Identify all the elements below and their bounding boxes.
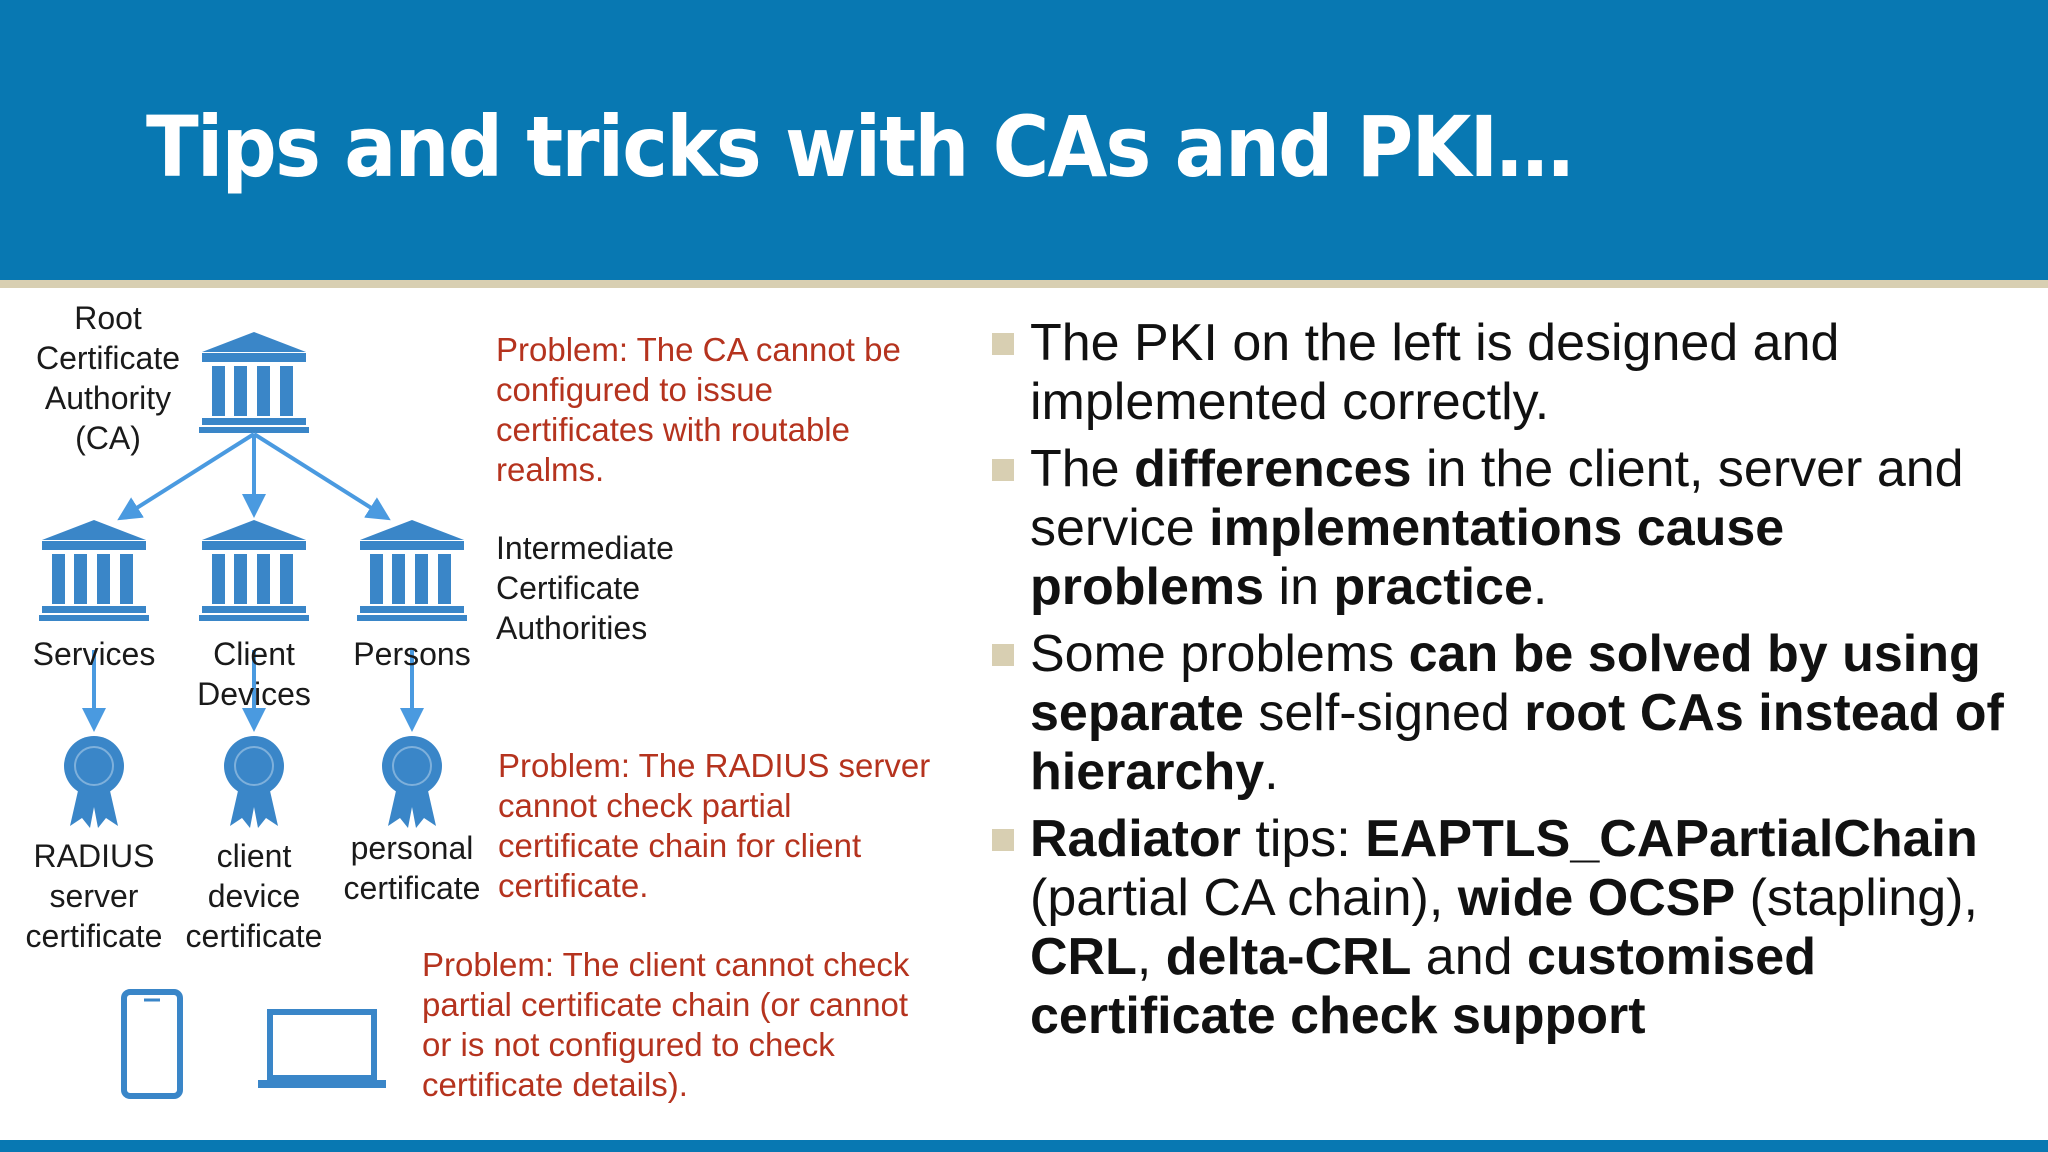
bullet-bold-text: Radiator [1030, 810, 1241, 868]
problem-client-line: Problem: The client cannot check [422, 946, 910, 983]
client-cert-label: client device certificate [164, 836, 344, 956]
bullet-square-icon [992, 333, 1014, 355]
personal-cert-label: personal certificate [322, 828, 502, 908]
radius-cert-label: RADIUS server certificate [4, 836, 184, 956]
client-devices-label-line: Client [213, 636, 295, 672]
intermediate-ca-label-line: Certificate [496, 570, 641, 606]
bullet-text: in the client, server and service [1030, 440, 1964, 557]
client-certificate-icon [223, 735, 285, 829]
title-divider [0, 280, 2048, 288]
problem-client-line: partial certificate chain (or cannot [422, 986, 909, 1023]
pki-hierarchy-diagram [39, 332, 467, 1099]
services-label: Services [32, 636, 156, 672]
bullet-square-icon [992, 459, 1014, 481]
problem-radius-line: cannot check partial [498, 787, 792, 824]
bullet-bold-text: customised certificate check support [1030, 928, 1816, 1045]
bullet-item: The PKI on the left is designed and impl… [990, 314, 2020, 432]
footer-bar [0, 1140, 2048, 1152]
problem-client-note: Problem: The client cannot check partial… [422, 945, 909, 1105]
bullet-text: The PKI on the left is designed and impl… [1030, 314, 1840, 431]
personal-cert-label-line: personal [350, 830, 474, 866]
bullet-text: The [1030, 440, 1135, 498]
client-devices-label-line: Devices [197, 676, 311, 712]
bullet-text: and [1411, 928, 1527, 986]
client-cert-label-line: device [207, 878, 301, 914]
problem-ca-line: certificates with routable [496, 411, 850, 448]
persons-label: Persons [353, 636, 471, 672]
title-banner: Tips and tricks with CAs and PKI… [0, 0, 2048, 280]
bullet-item: The differences in the client, server an… [990, 440, 2020, 617]
bullet-square-icon [992, 829, 1014, 851]
client-cert-label-line: certificate [185, 918, 323, 954]
client-devices-label: Client Devices [174, 634, 334, 714]
client-cert-label-line: client [216, 838, 292, 874]
problem-radius-line: certificate. [498, 867, 649, 904]
personal-certificate-icon [381, 735, 443, 829]
phone-icon [121, 989, 183, 1099]
problem-ca-line: realms. [496, 451, 605, 488]
bullet-bold-text: CRL [1030, 928, 1137, 986]
bullet-bold-text: EAPTLS_CAPartialChain [1365, 810, 1978, 868]
bullet-text: . [1532, 558, 1548, 616]
radius-cert-label-line: certificate [25, 918, 163, 954]
slide-title: Tips and tricks with CAs and PKI… [146, 98, 1574, 196]
bullet-bold-text: delta-CRL [1165, 928, 1412, 986]
problem-ca-note: Problem: The CA cannot be configured to … [496, 330, 901, 490]
problem-radius-line: certificate chain for client [498, 827, 862, 864]
bullet-text: self-signed [1243, 684, 1525, 742]
bullet-text: , [1136, 928, 1166, 986]
radius-certificate-icon [63, 735, 125, 829]
bullet-item: Some problems can be solved by using sep… [990, 625, 2020, 802]
root-ca-label-line: Certificate [35, 340, 181, 376]
root-ca-icon [199, 332, 309, 433]
bullet-bold-text: wide OCSP [1457, 869, 1736, 927]
problem-radius-line: Problem: The RADIUS server [498, 747, 931, 784]
problem-client-line: certificate details). [422, 1066, 688, 1103]
bullet-bold-text: differences [1134, 440, 1412, 498]
root-ca-label: Root Certificate Authority (CA) [18, 298, 198, 458]
services-ca-icon [39, 520, 149, 621]
laptop-icon [258, 1009, 386, 1088]
bullet-bold-text: can be solved by using separate [1030, 625, 1981, 742]
problem-radius-note: Problem: The RADIUS server cannot check … [498, 746, 930, 906]
arrow-root-to-persons [252, 432, 391, 521]
radius-cert-label-line: RADIUS [33, 838, 155, 874]
bullet-bold-text: implementations cause problems [1030, 499, 1785, 616]
root-ca-label-line: Authority [44, 380, 172, 416]
bullet-text: tips: [1240, 810, 1366, 868]
root-ca-label-line: Root [74, 300, 142, 336]
bullet-list: The PKI on the left is designed and impl… [990, 314, 2020, 1054]
personal-cert-label-line: certificate [343, 870, 481, 906]
problem-ca-line: Problem: The CA cannot be [496, 331, 901, 368]
bullet-text: in [1264, 558, 1334, 616]
bullet-bold-text: practice [1333, 558, 1533, 616]
bullet-text: . [1264, 743, 1279, 801]
bullet-bold-text: root CAs instead of hierarchy [1030, 684, 2004, 801]
root-ca-label-line: (CA) [75, 420, 141, 456]
problem-client-line: or is not configured to check [422, 1026, 835, 1063]
bullet-text: Some problems [1030, 625, 1409, 683]
radius-cert-label-line: server [49, 878, 139, 914]
problem-ca-line: configured to issue [496, 371, 774, 408]
intermediate-ca-label-line: Intermediate [496, 530, 674, 566]
client-devices-ca-icon [199, 520, 309, 621]
bullet-text: (stapling), [1735, 869, 1978, 927]
bullet-item: Radiator tips: EAPTLS_CAPartialChain (pa… [990, 810, 2020, 1046]
arrow-root-to-services [117, 432, 256, 521]
persons-ca-icon [357, 520, 467, 621]
bullet-text: (partial CA chain), [1030, 869, 1458, 927]
intermediate-ca-label-line: Authorities [496, 610, 648, 646]
bullet-square-icon [992, 644, 1014, 666]
intermediate-ca-label: Intermediate Certificate Authorities [496, 528, 674, 648]
